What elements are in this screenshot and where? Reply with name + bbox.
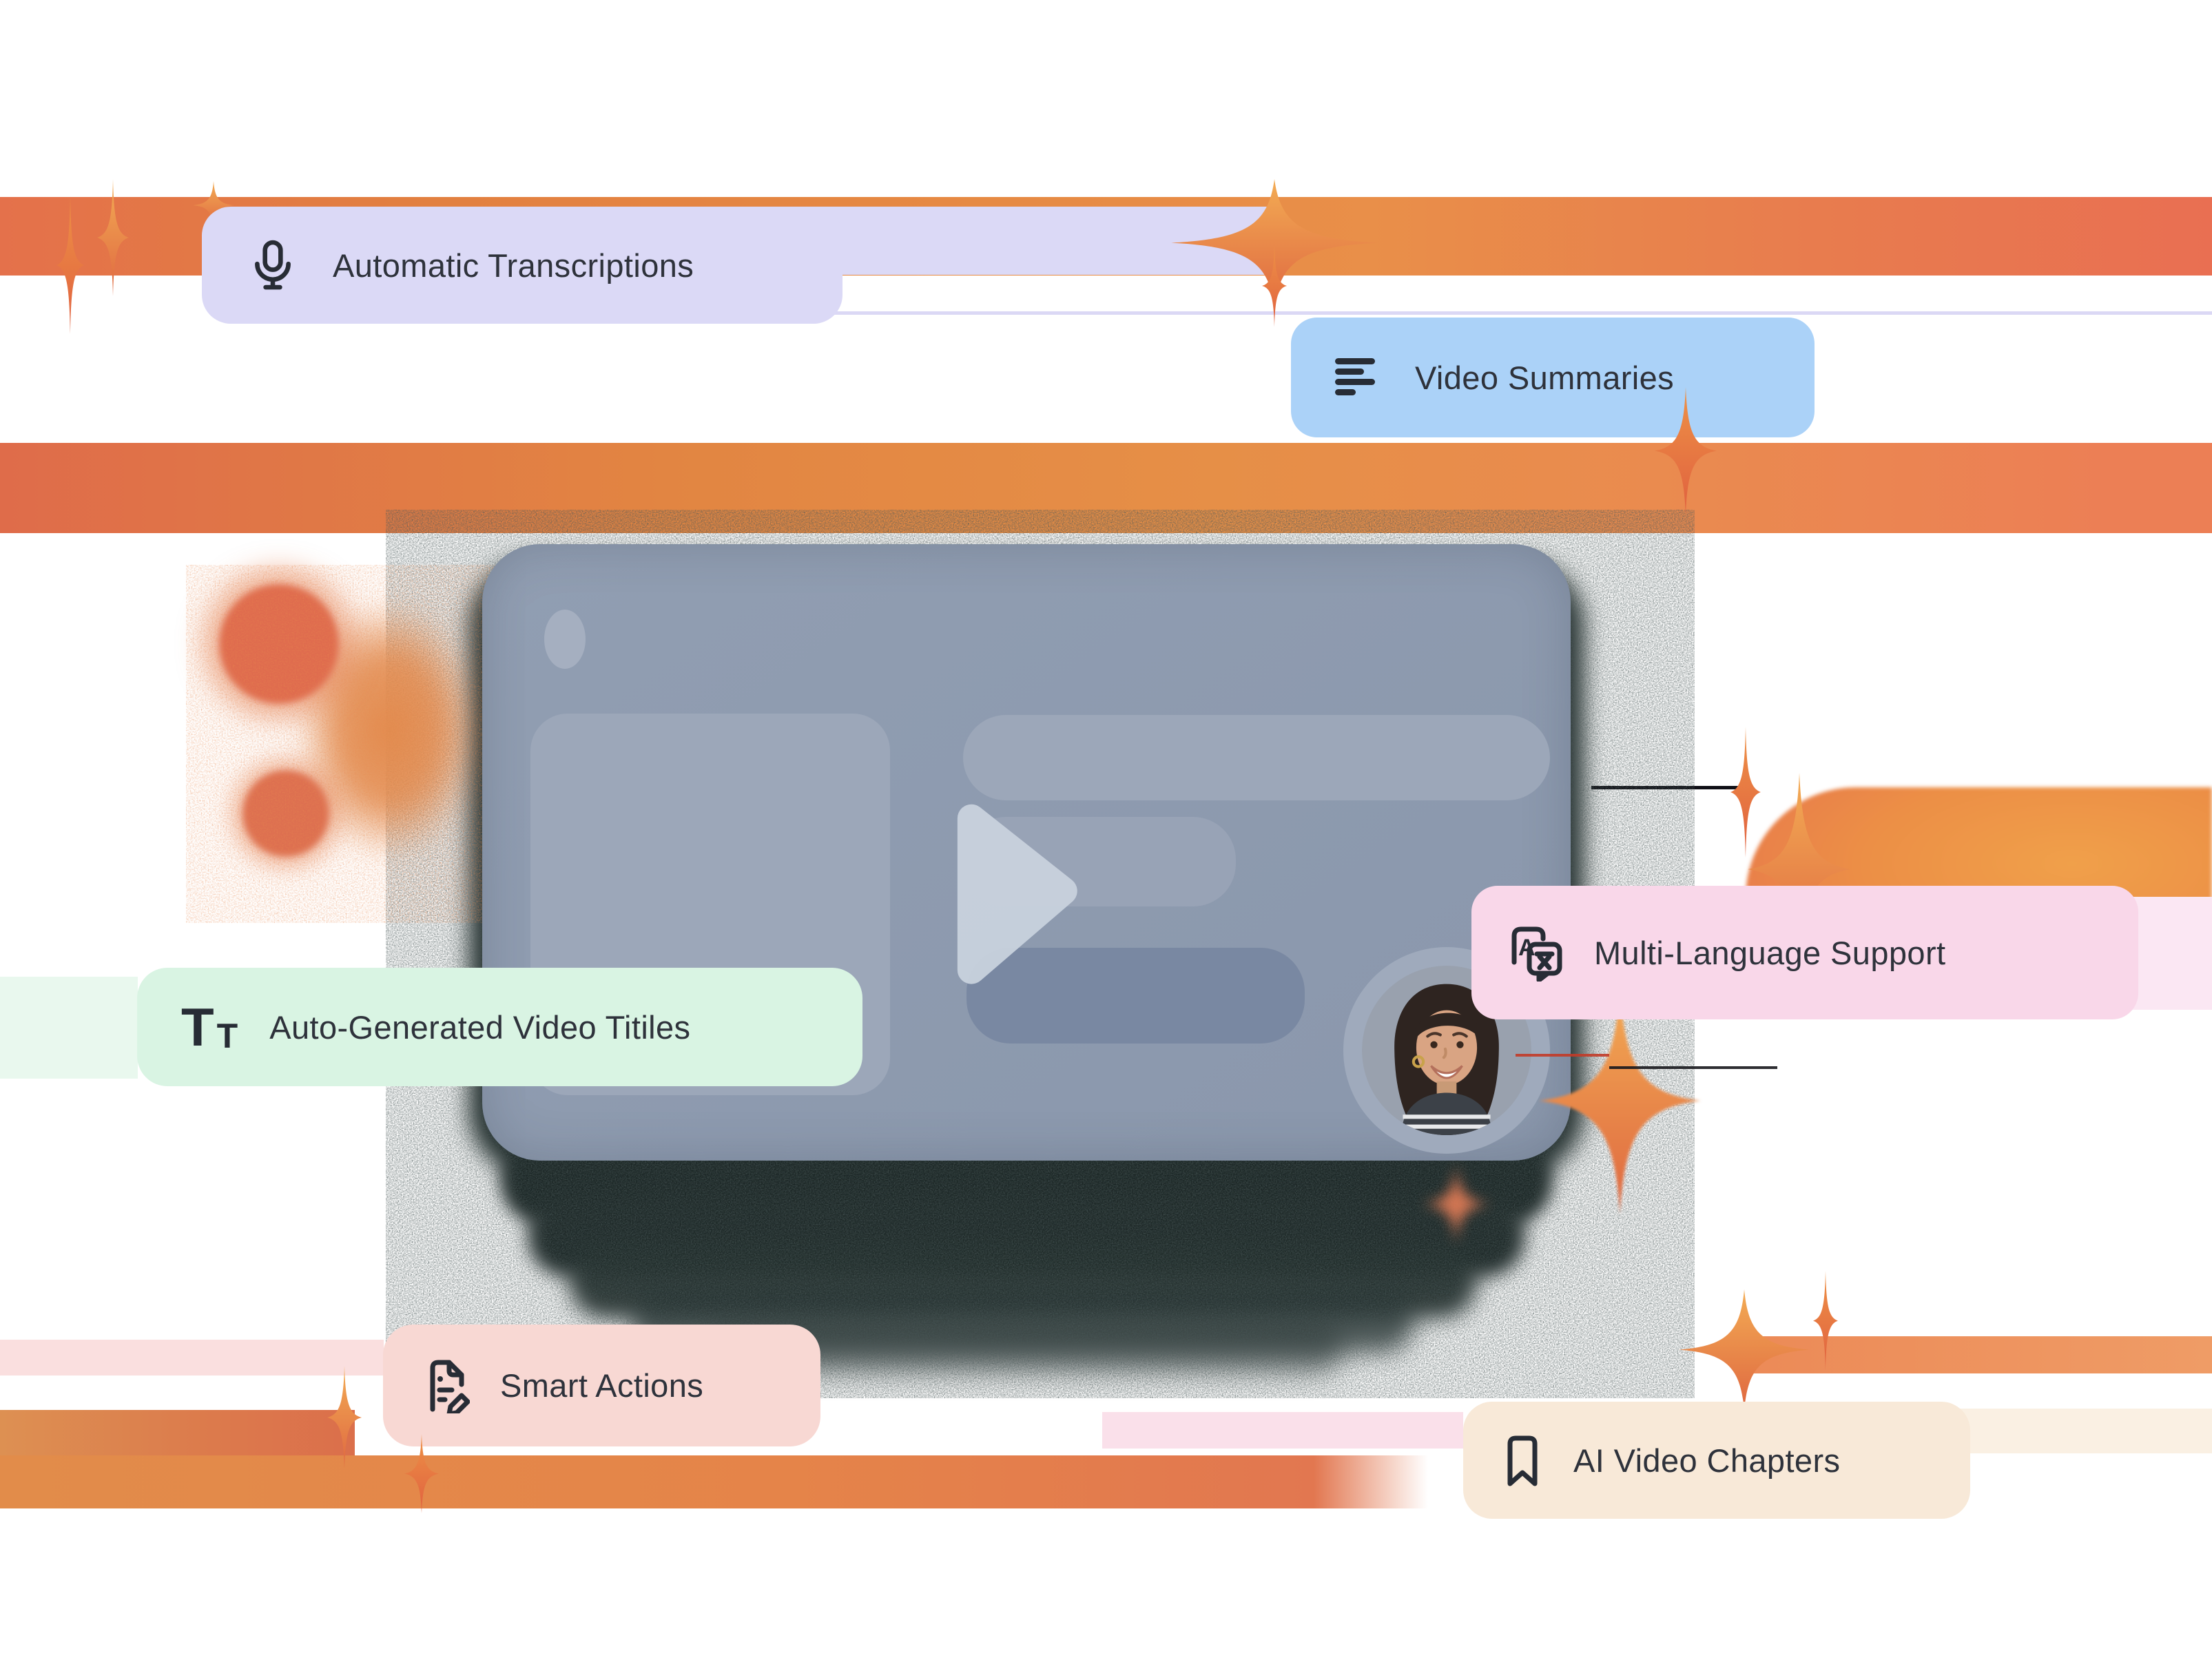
feature-badge-smart-actions: Smart Actions [383, 1325, 820, 1446]
feature-badge-label: Smart Actions [500, 1367, 704, 1404]
feature-badge-label: AI Video Chapters [1573, 1442, 1841, 1479]
microphone-icon [250, 238, 296, 293]
text-format-glyph-large: T [181, 997, 214, 1057]
salmon-extension-strip [0, 1340, 384, 1376]
play-icon[interactable] [956, 802, 1084, 988]
action-bar-placeholder [967, 948, 1305, 1044]
connector-line-red [1516, 1054, 1609, 1057]
feature-badge-multi-language-support: A Multi-Language Support [1471, 886, 2138, 1019]
feature-badge-ai-video-chapters: AI Video Chapters [1463, 1402, 1970, 1519]
sparkle-diamond-icon [1422, 1163, 1491, 1245]
card-corner-dot [544, 610, 586, 669]
feature-badge-label: Multi-Language Support [1594, 934, 1946, 971]
feature-badge-label: Auto-Generated Video Titiles [269, 1008, 691, 1046]
bookmark-icon [1503, 1434, 1542, 1486]
translate-icon: A [1507, 924, 1564, 982]
sparkle-icon [56, 196, 84, 334]
sparkle-icon [1655, 387, 1717, 515]
text-format-icon: T T [181, 1000, 238, 1054]
sparkle-icon [1813, 1271, 1838, 1371]
cream-extension-strip [1930, 1409, 2212, 1453]
sparkle-icon [1262, 245, 1287, 327]
grain-texture [186, 565, 503, 923]
sparkle-icon [1539, 987, 1701, 1214]
orange-band-bottom [0, 1455, 1428, 1508]
title-bar-placeholder [963, 715, 1550, 800]
sparkle-icon [1679, 1289, 1810, 1410]
lavender-hairline [794, 311, 2212, 315]
feature-badge-label: Video Summaries [1415, 359, 1675, 396]
feature-badge-label: Automatic Transcriptions [333, 247, 694, 284]
summary-lines-icon [1335, 358, 1379, 397]
sparkle-icon [97, 179, 129, 296]
orange-band-bottom-right [1744, 1336, 2212, 1373]
text-format-glyph-small: T [216, 1017, 238, 1055]
feature-badge-video-summaries: Video Summaries [1291, 318, 1815, 437]
document-edit-icon [423, 1358, 470, 1413]
pink-strip-bottom [1102, 1412, 1463, 1449]
feature-badge-auto-generated-video-titles: T T Auto-Generated Video Titiles [137, 968, 862, 1086]
feature-badge-automatic-transcriptions: Automatic Transcriptions [202, 207, 843, 324]
lavender-extension-strip [794, 207, 1274, 275]
sparkle-icon [327, 1366, 362, 1469]
mint-extension-strip [0, 977, 138, 1079]
sparkle-icon [404, 1434, 439, 1513]
connector-line-dark [1609, 1066, 1777, 1069]
